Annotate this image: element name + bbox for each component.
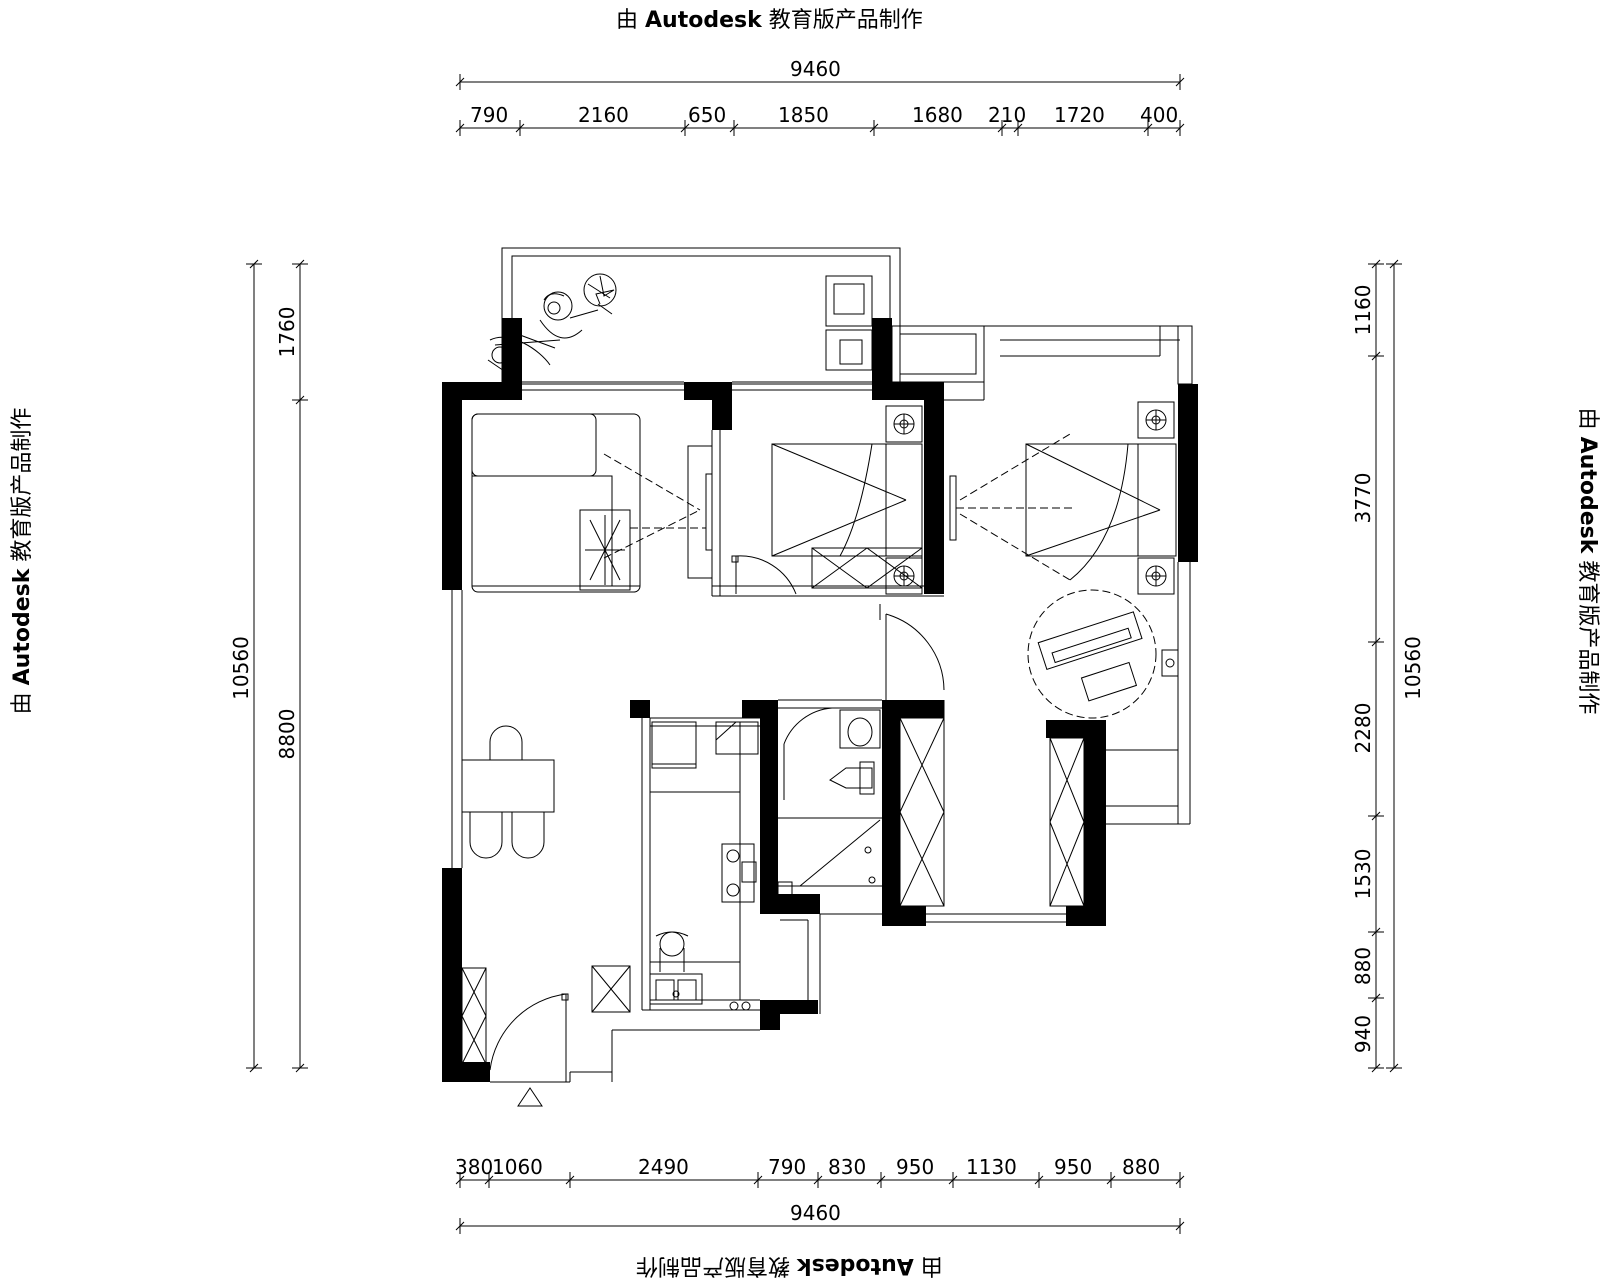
nightstand-3-icon bbox=[1137, 401, 1175, 439]
dining-chair-2 bbox=[469, 812, 503, 859]
left-dimension-outer bbox=[246, 259, 262, 1073]
bottom-dimension-chain bbox=[455, 1172, 1185, 1188]
left-dimension-inner bbox=[292, 259, 308, 1073]
coffee-table bbox=[579, 509, 631, 591]
wardrobe-3 bbox=[1049, 737, 1085, 907]
top-seg-4: 1850 bbox=[778, 103, 829, 127]
top-dimension-total bbox=[455, 74, 1185, 90]
kitchen-outlet-icon bbox=[729, 1001, 751, 1011]
top-seg-2: 2160 bbox=[578, 103, 629, 127]
plant-icon bbox=[583, 273, 617, 307]
bottom-seg-6: 950 bbox=[896, 1155, 934, 1179]
top-total-label: 9460 bbox=[790, 57, 841, 81]
watermark-suffix: 教育版产品制作 bbox=[768, 8, 923, 33]
bottom-seg-4: 790 bbox=[768, 1155, 806, 1179]
fridge-icon bbox=[651, 721, 697, 769]
bathroom-door bbox=[783, 707, 833, 800]
person-seated-icon bbox=[487, 334, 561, 376]
right-seg-3: 2280 bbox=[1351, 703, 1375, 754]
outlet-icon bbox=[1161, 649, 1179, 677]
nightstand-4-icon bbox=[1137, 557, 1175, 595]
shoe-cabinet bbox=[461, 967, 487, 1065]
watermark-brand: Autodesk bbox=[645, 8, 762, 33]
shower-icon bbox=[777, 817, 882, 901]
person-lounging-icon bbox=[539, 291, 613, 339]
sink-icon bbox=[649, 973, 703, 1005]
dining-table bbox=[461, 759, 555, 813]
wardrobe-1 bbox=[811, 547, 923, 589]
entry-arrow-icon bbox=[517, 1087, 543, 1107]
right-seg-6: 940 bbox=[1351, 1015, 1375, 1053]
top-seg-6: 210 bbox=[988, 103, 1026, 127]
bed-2 bbox=[1025, 443, 1177, 581]
bottom-seg-9: 880 bbox=[1122, 1155, 1160, 1179]
right-seg-5: 880 bbox=[1351, 947, 1375, 985]
left-outer-label: 10560 bbox=[229, 636, 253, 700]
piano-icon bbox=[1027, 589, 1157, 719]
wardrobe-2 bbox=[899, 717, 945, 907]
kitchen-counter bbox=[650, 721, 759, 1000]
top-seg-1: 790 bbox=[470, 103, 508, 127]
right-seg-4: 1530 bbox=[1351, 849, 1375, 900]
door-bedroom-2 bbox=[879, 604, 945, 700]
right-outer-label: 10560 bbox=[1401, 636, 1425, 700]
watermark-prefix: 由 bbox=[616, 8, 639, 33]
bottom-seg-7: 1130 bbox=[966, 1155, 1017, 1179]
outlines bbox=[451, 247, 1193, 1083]
dining-chair-3 bbox=[511, 812, 545, 859]
bottom-dimension-total bbox=[455, 1218, 1185, 1234]
bottom-seg-1: 380 bbox=[455, 1155, 493, 1179]
right-dimension-chain bbox=[1368, 259, 1384, 1073]
tv-cabinet bbox=[603, 445, 713, 579]
washing-machine-icon bbox=[825, 275, 873, 371]
walls bbox=[442, 318, 1198, 1082]
nightstand-2-icon bbox=[885, 557, 923, 595]
left-inner-label-1: 1760 bbox=[275, 307, 299, 358]
right-seg-1: 1160 bbox=[1351, 285, 1375, 336]
dining-chair-1 bbox=[489, 725, 523, 760]
top-seg-8: 400 bbox=[1140, 103, 1178, 127]
right-dimension-outer bbox=[1386, 259, 1402, 1073]
top-seg-5: 1680 bbox=[912, 103, 963, 127]
person-cooking-icon bbox=[655, 931, 689, 972]
bottom-seg-3: 2490 bbox=[638, 1155, 689, 1179]
toilet-icon bbox=[829, 761, 875, 795]
washbasin-icon bbox=[839, 709, 881, 749]
bottom-seg-8: 950 bbox=[1054, 1155, 1092, 1179]
watermark-top: 由 Autodesk 教育版产品制作 bbox=[616, 2, 923, 34]
door-bedroom-1 bbox=[731, 555, 797, 595]
entry-door bbox=[489, 993, 569, 1082]
top-seg-7: 1720 bbox=[1054, 103, 1105, 127]
sofa bbox=[471, 413, 641, 593]
top-dimension-chain bbox=[455, 120, 1185, 136]
nightstand-1-icon bbox=[885, 405, 923, 443]
left-inner-label-2: 8800 bbox=[275, 709, 299, 760]
top-seg-3: 650 bbox=[688, 103, 726, 127]
stove-icon bbox=[721, 843, 757, 903]
tv-bedroom-2 bbox=[949, 433, 1074, 581]
bed-1 bbox=[771, 443, 923, 557]
storage-cabinet bbox=[591, 965, 631, 1013]
bottom-total-label: 9460 bbox=[790, 1201, 841, 1225]
right-seg-2: 3770 bbox=[1351, 473, 1375, 524]
bottom-seg-2: 1060 bbox=[492, 1155, 543, 1179]
bottom-seg-5: 830 bbox=[828, 1155, 866, 1179]
